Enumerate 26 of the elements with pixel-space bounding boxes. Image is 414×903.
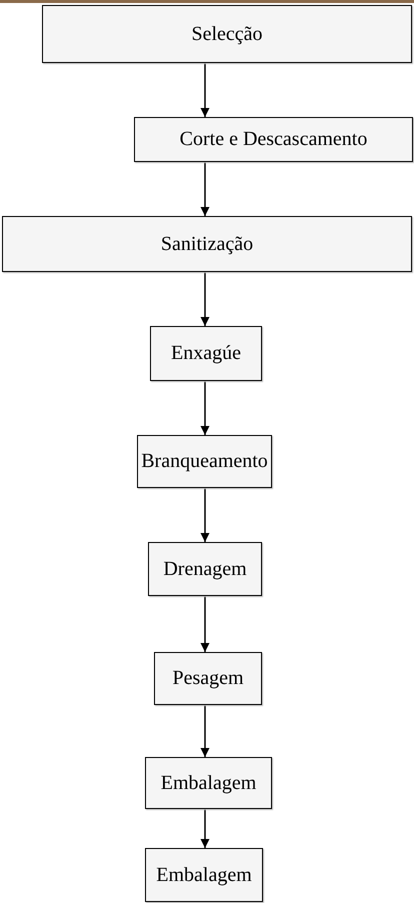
process-box bbox=[148, 542, 262, 596]
process-box bbox=[42, 5, 412, 63]
step-label: Drenagem bbox=[163, 558, 247, 580]
process-box bbox=[145, 757, 272, 809]
step-label: Embalagem bbox=[160, 772, 256, 794]
step-label: Corte e Descascamento bbox=[180, 128, 368, 151]
process-box bbox=[154, 652, 262, 705]
arrow bbox=[200, 272, 210, 326]
step-label: Embalagem bbox=[156, 864, 252, 886]
step-label: Selecção bbox=[191, 22, 263, 46]
arrow bbox=[200, 63, 210, 117]
process-box bbox=[150, 326, 262, 381]
process-box bbox=[145, 848, 263, 902]
arrow bbox=[200, 596, 210, 652]
arrow bbox=[200, 381, 210, 435]
step-label: Sanitização bbox=[160, 232, 254, 256]
process-box bbox=[134, 117, 413, 162]
arrow bbox=[200, 488, 210, 542]
arrow bbox=[200, 809, 210, 848]
arrow bbox=[200, 705, 210, 757]
step-label: Branqueamento bbox=[141, 450, 268, 473]
process-box bbox=[2, 216, 412, 272]
step-label: Enxagúe bbox=[171, 342, 241, 365]
step-label: Pesagem bbox=[172, 667, 244, 690]
arrow bbox=[200, 162, 210, 216]
process-box bbox=[137, 435, 272, 488]
